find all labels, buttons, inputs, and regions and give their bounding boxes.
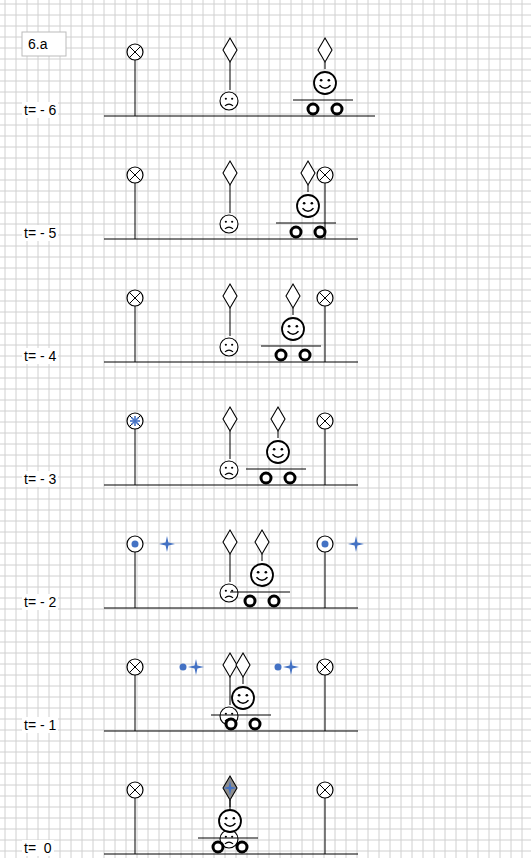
- time-frame: [104, 284, 358, 362]
- time-label: t= 0: [22, 840, 54, 856]
- time-frame: [104, 161, 358, 239]
- time-frame: [104, 407, 358, 485]
- time-label: t= - 1: [22, 717, 58, 733]
- time-label: t= - 3: [22, 471, 58, 487]
- time-label: t= - 4: [22, 348, 58, 364]
- time-label: t= - 5: [22, 225, 58, 241]
- time-label: t= - 2: [22, 594, 58, 610]
- figure-label: 6.a: [26, 36, 49, 52]
- time-frame: [104, 38, 375, 116]
- time-frame: [104, 530, 364, 608]
- time-frame: [104, 653, 358, 731]
- label-box: [22, 32, 66, 56]
- time-label: t= - 6: [22, 102, 58, 118]
- time-frame: [104, 776, 358, 854]
